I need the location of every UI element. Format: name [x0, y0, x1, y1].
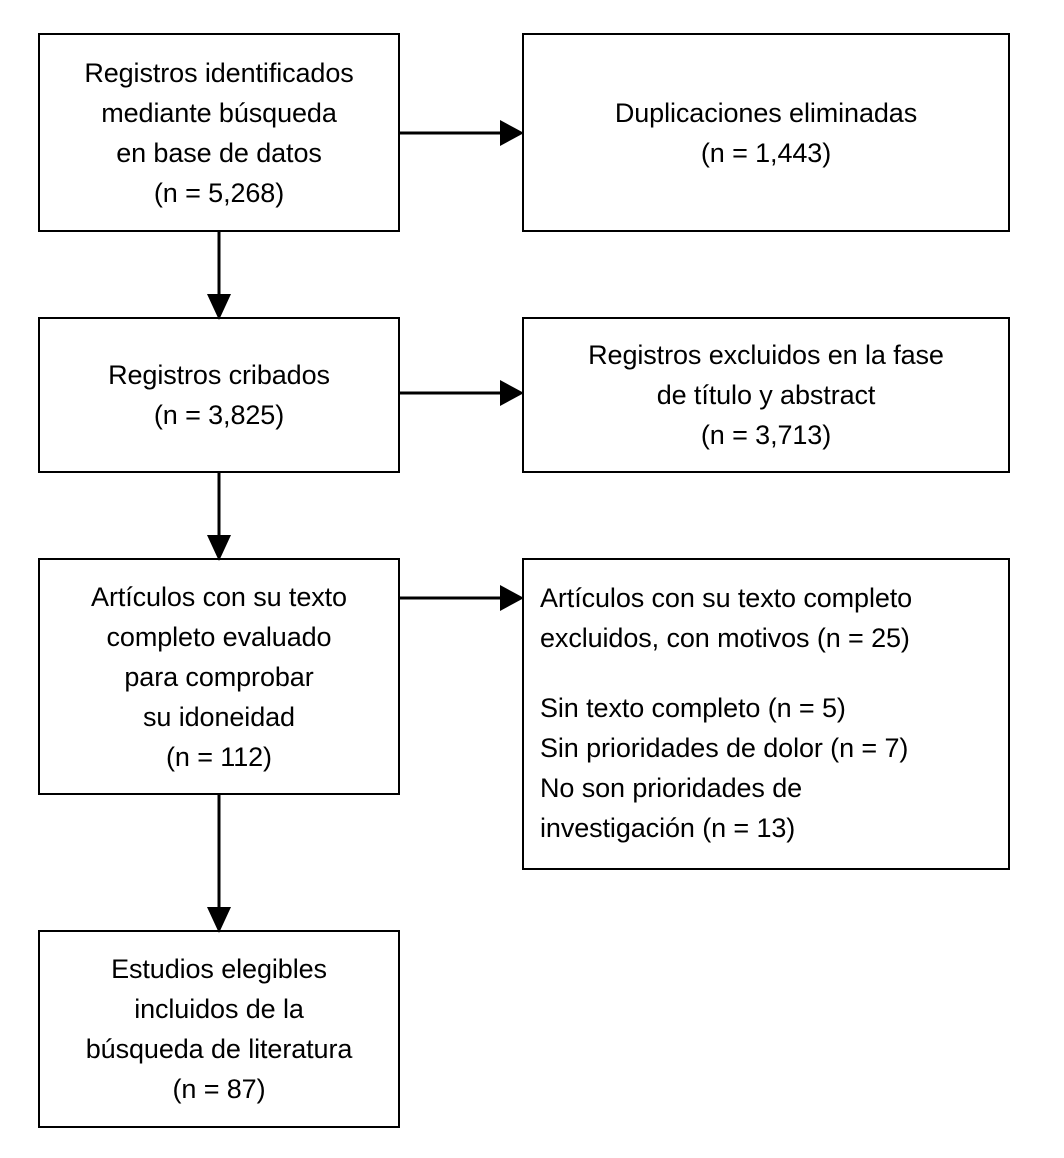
- node-full-text-assessed: Artículos con su texto completo evaluado…: [38, 558, 400, 795]
- node-full-text-assessed-label: Artículos con su texto completo evaluado…: [91, 581, 347, 772]
- node-duplicates-removed-label: Duplicaciones eliminadas (n = 1,443): [614, 97, 918, 168]
- arrow-identified-to-screened: [206, 230, 232, 320]
- arrow-full-text-to-excluded-full-text: [398, 583, 524, 613]
- arrow-full-text-to-included: [206, 793, 232, 933]
- node-full-text-excluded: Artículos con su texto completo excluido…: [522, 558, 1010, 870]
- node-full-text-excluded-header: Artículos con su texto completo excluido…: [540, 583, 913, 653]
- node-full-text-excluded-reason-2: Sin prioridades de dolor (n = 7): [540, 733, 909, 763]
- arrow-identified-to-duplicates: [398, 118, 524, 148]
- node-studies-included-label: Estudios elegibles incluidos de la búsqu…: [85, 954, 353, 1104]
- arrow-screened-to-excluded-title-abstract: [398, 378, 524, 408]
- node-full-text-excluded-reason-3: No son prioridades de investigación (n =…: [540, 773, 803, 843]
- node-records-screened-label: Registros cribados (n = 3,825): [108, 360, 330, 430]
- node-records-identified: Registros identificados mediante búsqued…: [38, 33, 400, 232]
- node-records-screened: Registros cribados (n = 3,825): [38, 317, 400, 473]
- node-records-excluded-title-abstract: Registros excluidos en la fase de título…: [522, 317, 1010, 473]
- node-records-identified-label: Registros identificados mediante búsqued…: [84, 57, 354, 208]
- arrow-screened-to-full-text: [206, 471, 232, 561]
- node-duplicates-removed: Duplicaciones eliminadas (n = 1,443): [522, 33, 1010, 232]
- node-full-text-excluded-reason-1: Sin texto completo (n = 5): [540, 693, 846, 723]
- node-records-excluded-title-abstract-label: Registros excluidos en la fase de título…: [588, 340, 944, 450]
- node-full-text-excluded-spacer: [524, 658, 556, 688]
- node-studies-included: Estudios elegibles incluidos de la búsqu…: [38, 930, 400, 1128]
